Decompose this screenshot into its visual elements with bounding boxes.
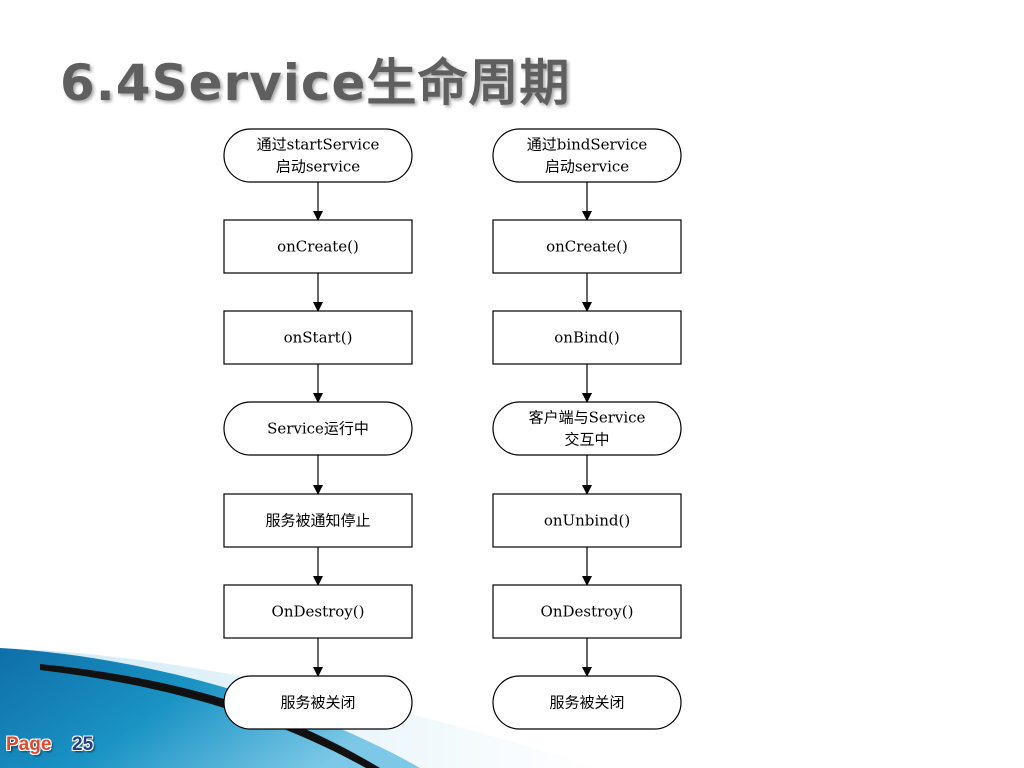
terminal-node-right-7: 服务被关闭 [492,675,682,730]
process-node-left-3: onStart() [223,310,413,365]
process-node-right-6: OnDestroy() [492,584,682,639]
node-box [492,219,682,274]
node-label: onStart() [284,329,353,347]
node-label: 服务被关闭 [549,694,624,712]
startservice-lifecycle-column: 通过startService 启动service onCreate() onStart… [223,128,413,730]
process-node-right-2: onCreate() [492,219,682,274]
node-label: onCreate() [546,238,628,256]
node-box [223,675,413,730]
terminal-node-left-1: 通过startService 启动service [223,128,413,183]
node-box [492,310,682,365]
bindservice-lifecycle-column: 通过bindService 启动service onCreate() onBind()… [492,128,682,730]
node-box [492,584,682,639]
node-label: 启动service [276,158,360,176]
node-box [492,675,682,730]
process-node-right-3: onBind() [492,310,682,365]
page-number: 25 [72,734,94,755]
process-node-left-2: onCreate() [223,219,413,274]
process-node-left-6: OnDestroy() [223,584,413,639]
process-node-right-5: onUnbind() [492,493,682,548]
node-label: onBind() [554,329,619,347]
node-label: 启动service [545,158,629,176]
node-label: 服务被关闭 [280,694,355,712]
node-box [492,493,682,548]
node-label: 交互中 [564,431,609,449]
node-box [223,584,413,639]
node-label: 客户端与Service [529,409,646,427]
node-label: 通过bindService [527,136,648,154]
node-label: 通过startService [257,136,380,154]
node-label: OnDestroy() [272,603,365,621]
terminal-node-left-4: Service运行中 [223,401,413,456]
node-label: Service运行中 [267,420,369,438]
page-label: Page [6,734,52,755]
slide-title: 6.4Service生命周期 [60,54,571,112]
node-label: onCreate() [277,238,359,256]
node-label: onUnbind() [544,512,630,530]
process-node-left-5: 服务被通知停止 [223,493,413,548]
node-box [223,310,413,365]
terminal-node-left-7: 服务被关闭 [223,675,413,730]
node-label: OnDestroy() [541,603,634,621]
node-label: 服务被通知停止 [265,512,370,530]
terminal-node-right-4: 客户端与Service 交互中 [492,401,682,456]
terminal-node-right-1: 通过bindService 启动service [492,128,682,183]
node-box [223,219,413,274]
